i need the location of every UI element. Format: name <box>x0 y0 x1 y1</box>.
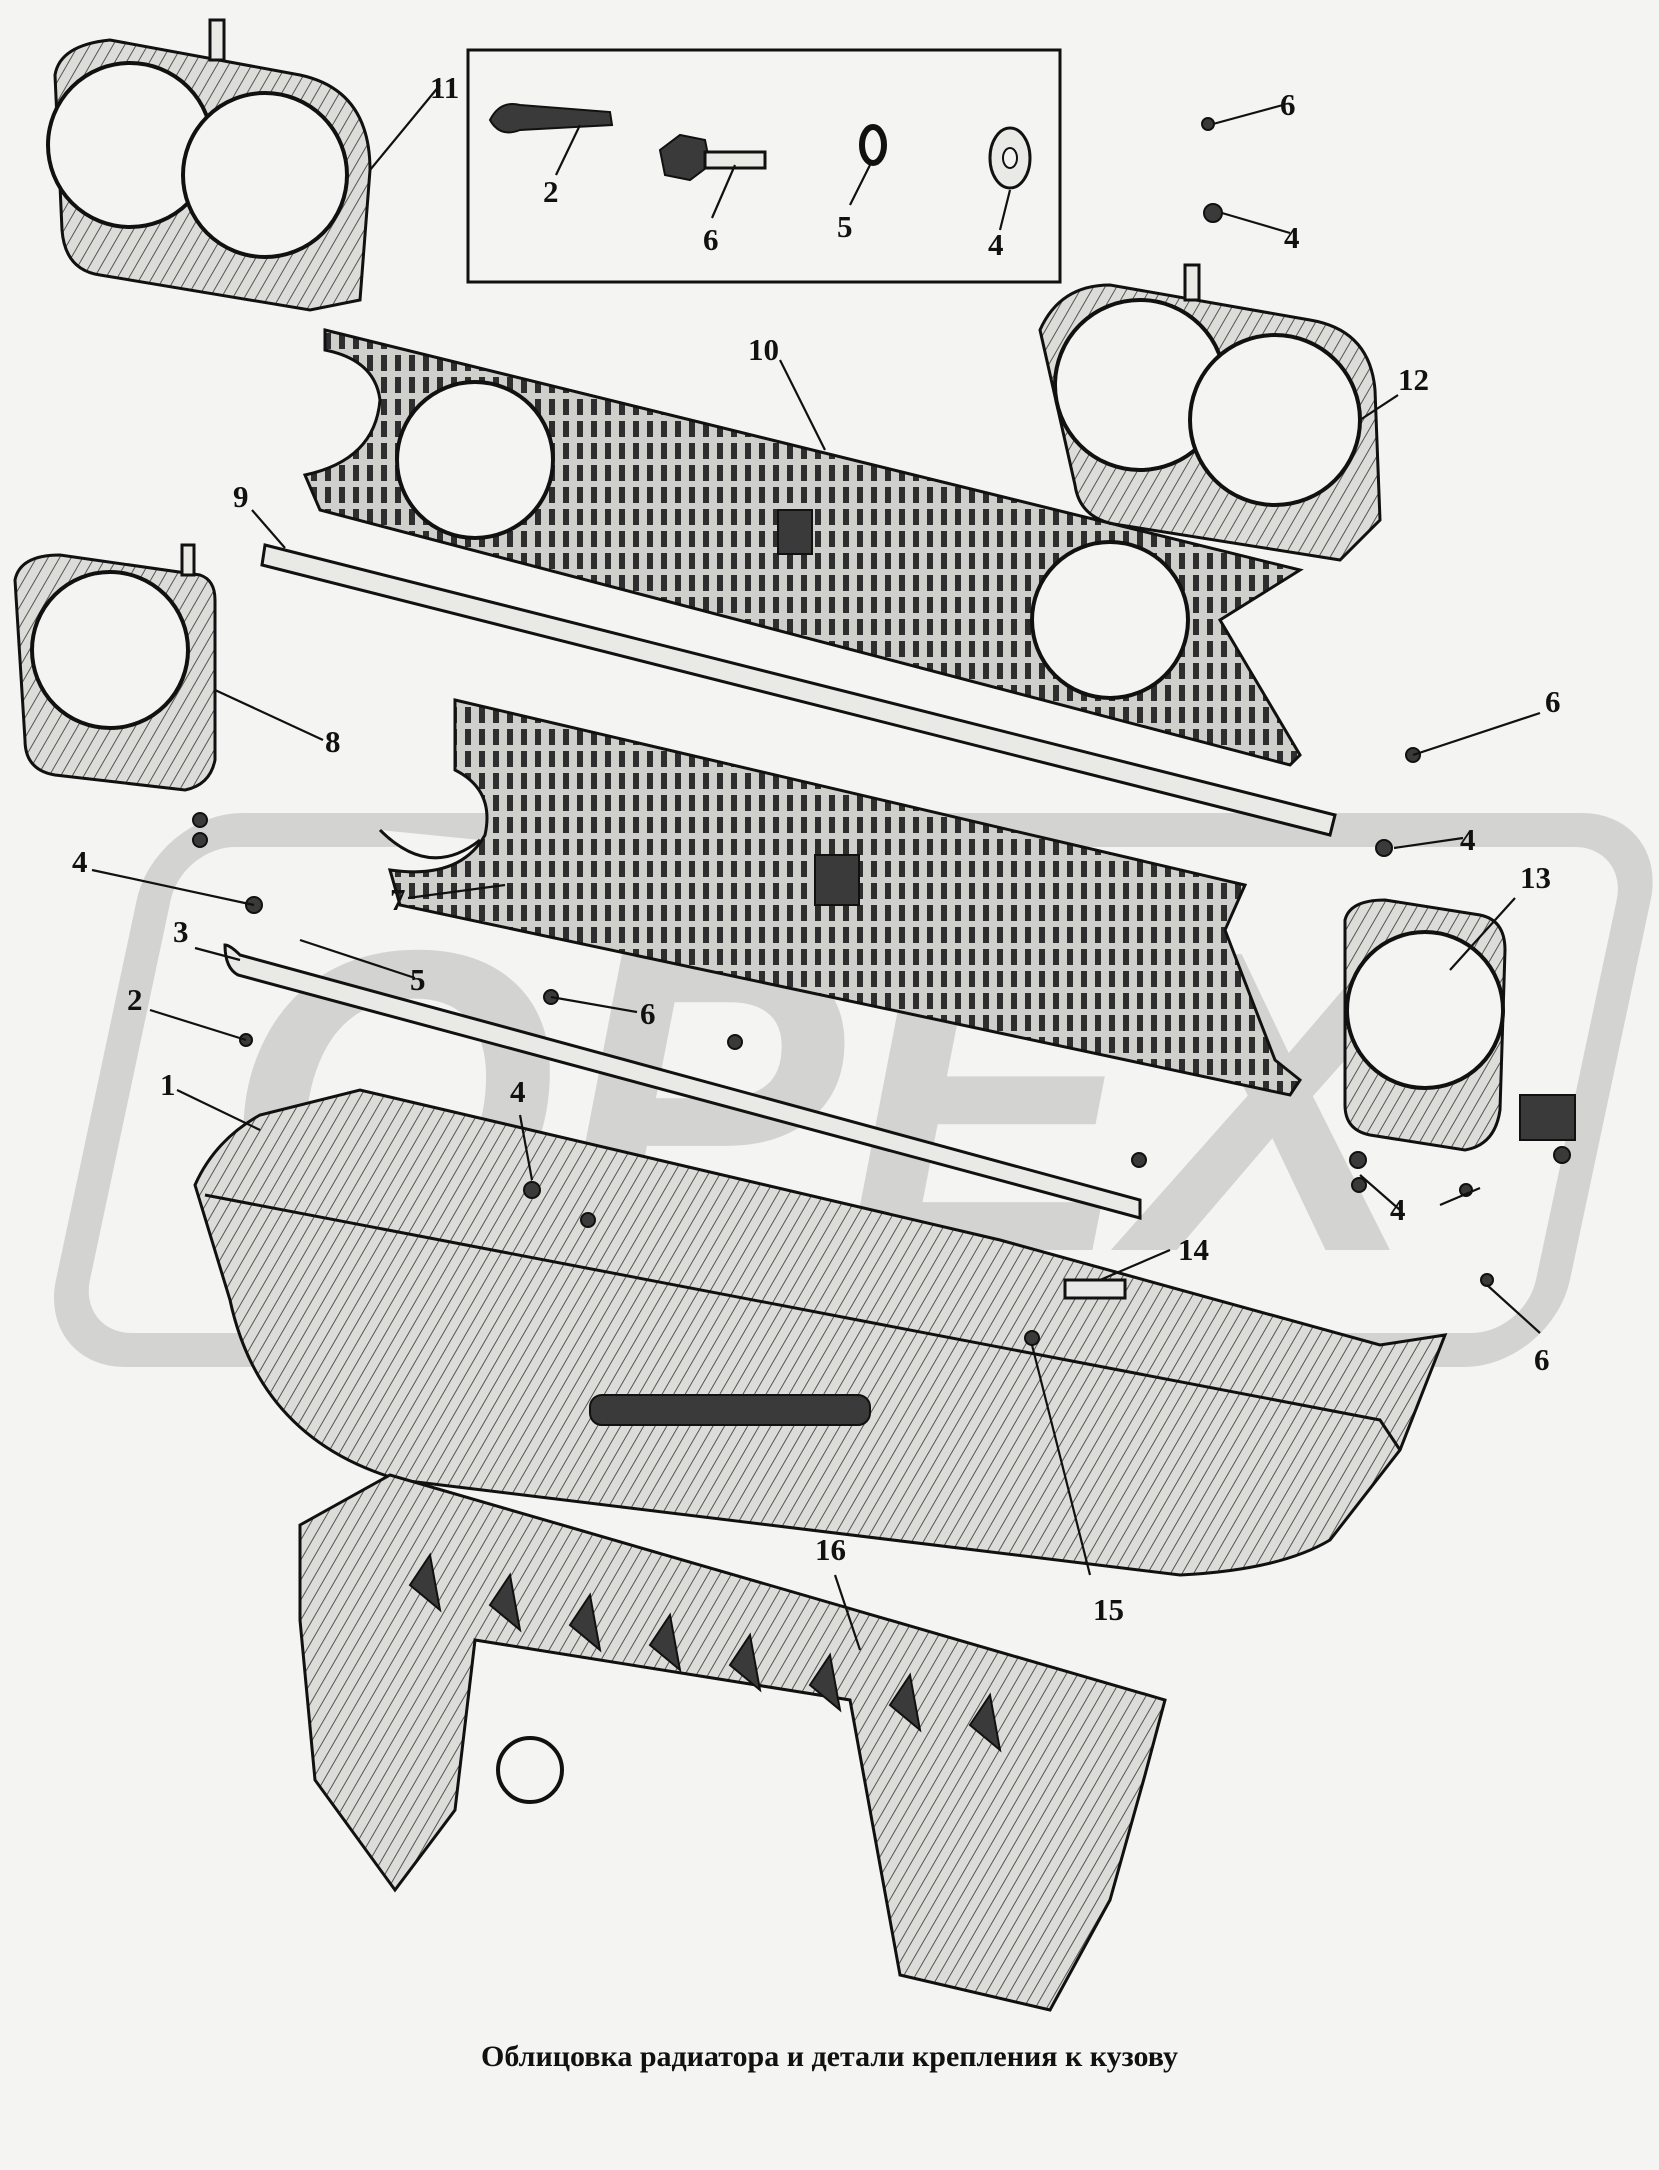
callout-8: 8 <box>325 724 341 759</box>
bolt-2-icon <box>488 103 614 134</box>
callout-6-right: 6 <box>1545 684 1561 719</box>
callout-5: 5 <box>410 962 426 997</box>
callout-12: 12 <box>1398 362 1429 397</box>
bolt-6-shank-icon <box>703 150 767 170</box>
moulding-strip-9 <box>260 543 1337 837</box>
callout-6-bottom-right: 6 <box>1534 1342 1550 1377</box>
moulding-strip-3 <box>223 943 1142 1220</box>
clip-14-icon <box>1063 1278 1127 1300</box>
callout-2-inset: 2 <box>543 174 559 209</box>
callout-13: 13 <box>1520 860 1551 895</box>
callout-6-inset: 6 <box>703 222 719 257</box>
callout-6-top: 6 <box>1280 87 1296 122</box>
callout-11: 11 <box>430 70 459 105</box>
callout-16: 16 <box>815 1532 846 1567</box>
callout-4-left: 4 <box>72 844 88 879</box>
headlamp-bracket-13 <box>1343 898 1576 1152</box>
figure-caption: Облицовка радиатора и детали крепления к… <box>481 2040 1178 2073</box>
upper-grille-10 <box>302 328 1304 767</box>
callout-2: 2 <box>127 982 143 1017</box>
callout-4-top: 4 <box>1284 220 1300 255</box>
headlamp-bracket-8 <box>13 543 217 792</box>
callout-15: 15 <box>1093 1592 1124 1627</box>
callout-9: 9 <box>233 479 249 514</box>
callout-4-inset: 4 <box>988 227 1004 262</box>
fasteners-inset-box <box>466 48 1062 284</box>
callout-5-inset: 5 <box>837 209 853 244</box>
lower-grille-7 <box>378 698 1303 1097</box>
callout-4-right: 4 <box>1460 822 1476 857</box>
callout-4-lower-right: 4 <box>1390 1192 1406 1227</box>
front-apron-1 <box>193 1088 1448 1577</box>
callout-6-mid: 6 <box>640 996 656 1031</box>
radiator-frame-16 <box>298 1473 1167 2012</box>
callout-4-mid: 4 <box>510 1074 526 1109</box>
lock-washer-5-icon <box>859 124 887 166</box>
callout-14: 14 <box>1178 1232 1209 1267</box>
headlamp-bracket-11 <box>46 18 372 312</box>
bolt-6-head-icon <box>658 133 712 182</box>
callout-1: 1 <box>160 1067 176 1102</box>
callout-3: 3 <box>173 914 189 949</box>
leader-lines <box>91 84 1541 1651</box>
callout-labels: 11 2 6 5 4 6 4 10 12 9 8 6 4 4 7 13 3 5 … <box>72 70 1561 1627</box>
callout-10: 10 <box>748 332 779 367</box>
callout-7: 7 <box>390 882 406 917</box>
headlamp-bracket-12 <box>1038 263 1382 562</box>
